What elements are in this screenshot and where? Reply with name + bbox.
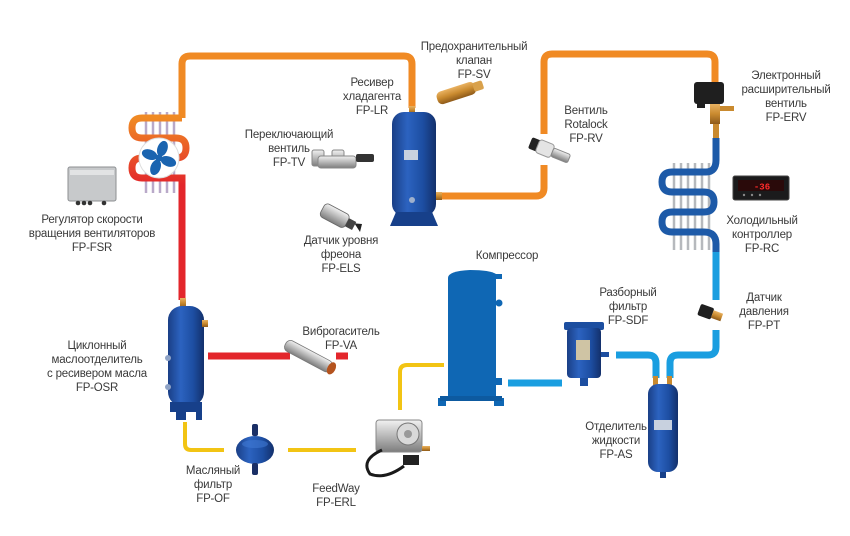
pipe-sdf-to-accumulator [616,351,660,378]
label-line: Разборный [599,287,657,299]
level-sensor-icon [319,203,363,232]
label-line: Циклонный [67,340,127,352]
label-line: Датчик [746,292,782,304]
label-line: жидкости [591,435,641,447]
label-oil-separator: Циклонный маслоотделитель с ресивером ма… [47,339,147,395]
controller-display-readout: -36 [754,183,770,193]
label-code: FP-LR [355,105,389,117]
label-line: Ресивер [350,77,394,89]
label-code: FP-SDF [607,315,649,327]
label-level-sensor: Датчик уровня фреона FP-ELS [303,234,379,276]
label-changeover-valve: Переключающий вентиль FP-TV [244,128,334,170]
label-line: Отделитель [585,421,647,433]
label-line: Rotalock [564,119,608,131]
speed-controller-box-icon [67,166,117,206]
label-line: Регулятор скорости [41,214,143,226]
oil-filter-icon [236,424,274,475]
compressor-icon [438,270,504,406]
label-line: контроллер [732,229,792,241]
pipe-oil-separator-to-filter [183,422,224,452]
safety-valve-icon [436,80,484,105]
label-serviceable-filter: Разборный фильтр FP-SDF [599,286,657,328]
label-line: вращения вентиляторов [28,228,156,240]
label-pressure-sensor: Датчик давления FP-PT [739,291,789,333]
label-code: FP-VA [324,340,357,352]
label-line: Виброгаситель [302,326,380,338]
changeover-valve-icon [311,149,374,169]
label-refrigeration-controller: Холодильный контроллер FP-RC [726,214,798,256]
label-code: FP-RC [744,243,780,255]
label-code: FP-PT [747,320,781,332]
oil-level-regulator-icon [365,419,430,478]
liquid-receiver-icon [390,106,442,226]
label-liquid-receiver: Ресивер хладагента FP-LR [343,76,401,118]
label-line: маслоотделитель [51,354,143,366]
label-line: Масляный [185,465,241,477]
label-code: FP-AS [599,449,633,461]
label-line: FeedWay [312,483,360,495]
pipe-oil-erl-to-compressor [398,363,444,410]
label-line: давления [739,306,789,318]
pressure-transducer-icon [697,304,724,322]
label-code: FP-ERV [765,112,807,124]
label-line: вентиль [268,143,310,155]
rotalock-valve-icon [528,137,571,163]
label-code: FP-OSR [75,382,119,394]
pipe-network [178,50,720,452]
expansion-valve-icon [694,82,734,138]
label-line: Вентиль [564,105,608,117]
label-feedway: FeedWay FP-ERL [312,482,360,510]
label-line: Переключающий [244,129,334,141]
label-expansion-valve: Электронный расширительный вентиль FP-ER… [741,69,830,125]
label-line: вентиль [765,98,807,110]
pipe-condenser-to-receiver [178,52,416,118]
serviceable-filter-icon [564,322,609,386]
pipe-accumulator-to-evaporator [666,330,720,378]
label-line: фильтр [193,479,233,491]
vibration-absorber-icon [284,339,337,375]
label-safety-valve: Предохранительный клапан FP-SV [421,40,528,82]
label-line: Электронный [751,70,821,82]
label-line: Компрессор [475,250,539,262]
oil-separator-icon [165,298,208,420]
label-line: фильтр [608,301,648,313]
label-line: с ресивером масла [47,368,147,380]
label-line: хладагента [342,91,402,103]
label-code: FP-FSR [71,242,113,254]
label-code: FP-TV [272,157,306,169]
label-line: клапан [455,55,493,67]
label-code: FP-ELS [321,263,361,275]
suction-accumulator-icon [648,376,678,478]
refrigeration-controller-icon: -36 [732,175,790,201]
label-line: Предохранительный [420,41,528,53]
label-vibration-absorber: Виброгаситель FP-VA [302,325,379,353]
label-code: FP-RV [569,133,603,145]
label-oil-filter: Масляный фильтр FP-OF [186,464,240,506]
pipe-receiver-to-rotalock [438,165,548,200]
evaporator-coil-icon [658,159,720,252]
pipe-rotalock-to-erv [540,50,719,134]
label-compressor: Компрессор [475,249,539,263]
label-code: FP-OF [196,493,230,505]
label-suction-accumulator: Отделитель жидкости FP-AS [585,420,647,462]
condenser-coil-icon [128,112,190,193]
label-line: расширительный [741,84,831,96]
label-code: FP-ERL [316,497,356,509]
label-line: фреона [320,249,362,261]
label-fan-speed-regulator: Регулятор скорости вращения вентиляторов… [28,213,156,255]
label-code: FP-SV [457,69,491,81]
fan-icon [141,140,177,176]
label-line: Холодильный [726,215,798,227]
label-line: Датчик уровня [303,235,379,247]
label-rotalock-valve: Вентиль Rotalock FP-RV [564,104,608,146]
